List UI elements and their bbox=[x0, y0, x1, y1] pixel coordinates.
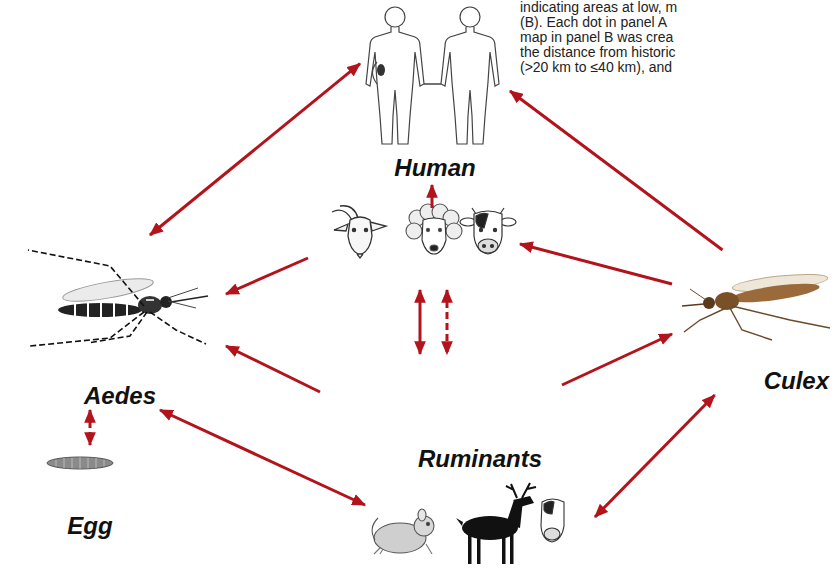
node-label: Culex bbox=[762, 367, 831, 395]
aedes-mosquito bbox=[28, 250, 208, 346]
text-fragment: (>20 km to ≤40 km), and bbox=[520, 60, 672, 75]
text-fragment: the distance from historic bbox=[520, 45, 676, 60]
figure-node: Culex bbox=[676, 250, 831, 395]
figure-node: Aedes bbox=[20, 235, 220, 410]
figure-node: Ruminants bbox=[365, 445, 595, 565]
transmission-arrow bbox=[150, 64, 360, 235]
livestock bbox=[332, 204, 516, 258]
wild-ruminants bbox=[372, 483, 564, 564]
transmission-arrow bbox=[89, 410, 92, 445]
culex-mosquito bbox=[682, 271, 830, 340]
transmission-arrow bbox=[160, 410, 365, 505]
node-label: Egg bbox=[65, 512, 114, 540]
transmission-arrow bbox=[510, 91, 723, 250]
text-fragment: (B). Each dot in panel A bbox=[520, 15, 667, 30]
text-fragment: indicating areas at low, m bbox=[520, 0, 677, 15]
figure-node: Human bbox=[360, 0, 510, 182]
transmission-arrows bbox=[226, 185, 672, 392]
node-label: Ruminants bbox=[416, 445, 544, 473]
transmission-arrow bbox=[595, 395, 715, 517]
egg-raft bbox=[47, 457, 113, 469]
node-label: Human bbox=[392, 154, 477, 182]
text-fragment: map in panel B was crea bbox=[520, 30, 673, 45]
node-label: Aedes bbox=[82, 382, 158, 410]
human-figures bbox=[366, 7, 499, 144]
figure-node: Egg bbox=[40, 445, 140, 540]
